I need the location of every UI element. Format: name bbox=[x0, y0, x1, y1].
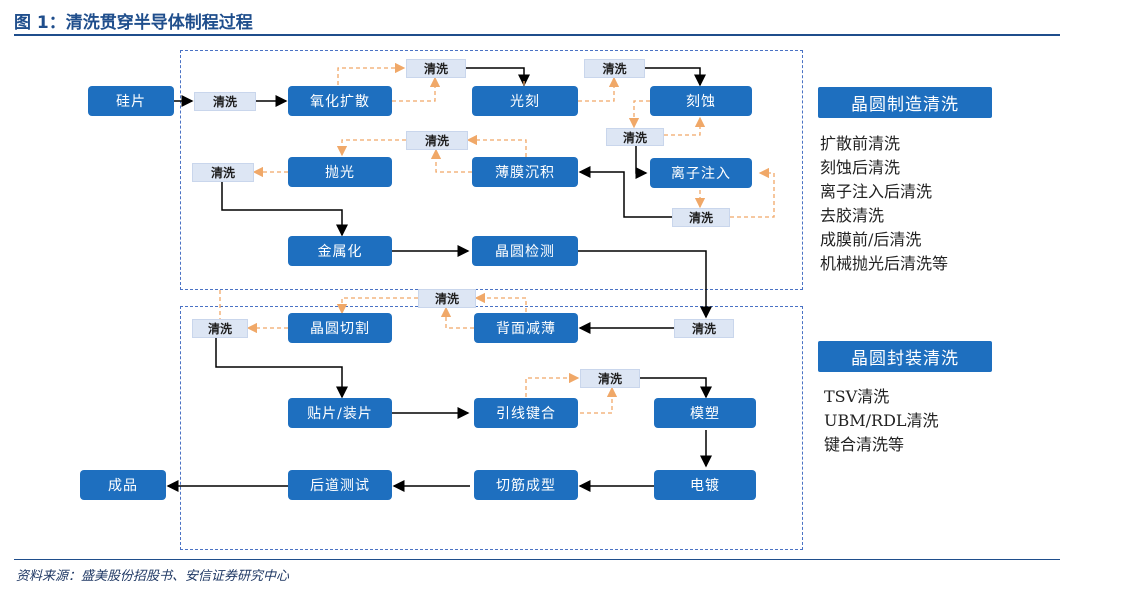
clean-step: 清洗 bbox=[192, 163, 254, 182]
arrow-clean-to-etch bbox=[645, 67, 706, 87]
legend-pkg-title: 晶圆封装清洗 bbox=[818, 341, 992, 372]
step-die-attach: 贴片/装片 bbox=[288, 398, 392, 428]
step-thin-film: 薄膜沉积 bbox=[472, 157, 578, 187]
legend-fab-list: 扩散前清洗 刻蚀后清洗 离子注入后清洗 去胶清洗 成膜前/后清洗 机械抛光后清洗… bbox=[820, 132, 948, 276]
legend-fab-title: 晶圆制造清洗 bbox=[818, 87, 992, 118]
clean-step: 清洗 bbox=[194, 92, 256, 111]
top-rule bbox=[14, 34, 1060, 36]
figure-title: 图 1：清洗贯穿半导体制程过程 bbox=[14, 13, 253, 33]
legend-fab-item: 成膜前/后清洗 bbox=[820, 230, 922, 249]
clean-step: 清洗 bbox=[584, 59, 645, 78]
legend-fab-item: 去胶清洗 bbox=[820, 206, 885, 225]
arrow-clean-to-attach bbox=[215, 337, 348, 399]
clean-step: 清洗 bbox=[606, 128, 664, 146]
legend-fab-item: 离子注入后清洗 bbox=[820, 182, 933, 201]
legend-fab-item: 刻蚀后清洗 bbox=[820, 158, 901, 177]
pkg-section-frame bbox=[180, 306, 803, 550]
step-wafer-inspection: 晶圆检测 bbox=[472, 236, 578, 266]
clean-step: 清洗 bbox=[192, 319, 248, 338]
step-etching: 刻蚀 bbox=[650, 86, 752, 116]
step-lithography: 光刻 bbox=[472, 86, 578, 116]
step-polishing: 抛光 bbox=[288, 157, 392, 187]
clean-step: 清洗 bbox=[672, 208, 730, 227]
step-ion-implant: 离子注入 bbox=[650, 158, 752, 188]
clean-step: 清洗 bbox=[406, 59, 466, 78]
bottom-rule bbox=[14, 559, 1060, 560]
source-note: 资料来源：盛美股份招股书、安信证券研究中心 bbox=[16, 569, 290, 584]
arrow-clean-to-ion bbox=[635, 145, 648, 179]
step-back-thinning: 背面减薄 bbox=[474, 313, 578, 343]
arrow-clean-to-litho bbox=[466, 67, 530, 87]
legend-fab-item: 机械抛光后清洗等 bbox=[820, 254, 949, 273]
legend-pkg-item: TSV清洗 bbox=[824, 387, 890, 406]
step-wire-bonding: 引线键合 bbox=[474, 398, 578, 428]
step-final-product: 成品 bbox=[80, 470, 166, 500]
legend-pkg-item: UBM/RDL清洗 bbox=[824, 411, 939, 430]
step-trim-form: 切筋成型 bbox=[474, 470, 578, 500]
clean-step: 清洗 bbox=[406, 131, 468, 150]
clean-step: 清洗 bbox=[674, 319, 734, 338]
arrow-clean-to-film bbox=[578, 166, 672, 218]
clean-step: 清洗 bbox=[418, 289, 476, 308]
clean-step: 清洗 bbox=[580, 369, 640, 388]
arrow-inspect-to-clean bbox=[578, 250, 712, 319]
step-metallization: 金属化 bbox=[288, 236, 392, 266]
step-back-end-test: 后道测试 bbox=[288, 470, 392, 500]
step-molding: 模塑 bbox=[654, 398, 756, 428]
arrow-clean-to-metal bbox=[221, 181, 348, 237]
legend-pkg-item: 键合清洗等 bbox=[824, 435, 905, 454]
legend-fab-item: 扩散前清洗 bbox=[820, 134, 901, 153]
step-oxidation: 氧化扩散 bbox=[288, 86, 392, 116]
legend-pkg-list: TSV清洗 UBM/RDL清洗 键合清洗等 bbox=[824, 385, 939, 457]
arrow-clean-to-mold bbox=[640, 377, 712, 399]
fab-section-frame bbox=[180, 50, 803, 290]
step-plating: 电镀 bbox=[654, 470, 756, 500]
step-wafer: 硅片 bbox=[88, 86, 174, 116]
step-wafer-dicing: 晶圆切割 bbox=[288, 313, 392, 343]
